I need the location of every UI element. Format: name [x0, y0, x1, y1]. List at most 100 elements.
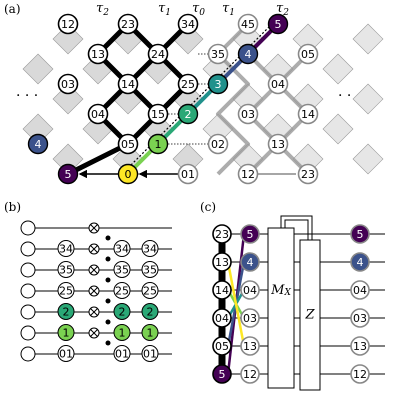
circuit-b-node-col3: 01	[141, 345, 159, 362]
circuit-b-node-col1-label: 2	[63, 306, 70, 319]
lattice-node-circle	[177, 13, 199, 35]
circuit-c-mid-node-circle	[240, 280, 260, 300]
qubit-node-circle	[147, 133, 169, 155]
panel-label-a: (a)	[4, 2, 21, 16]
circuit-b-node-col2-label: 34	[115, 243, 129, 256]
wire-start	[20, 346, 36, 362]
circuit-b-node-col1: 25	[57, 282, 75, 299]
circuit-b-node-col1-label: 01	[59, 348, 73, 361]
circuit-c-left-node: 14	[212, 280, 232, 300]
circuit-b-node-col2-circle	[113, 240, 131, 257]
wire-start	[20, 304, 36, 320]
circuit-c-left-node: 13	[212, 252, 232, 272]
lattice-node-label: 25	[181, 78, 195, 91]
lattice-node-gray: 35	[207, 43, 229, 65]
lattice-node-gray-label: 04	[271, 78, 285, 91]
lattice-node-circle	[147, 43, 169, 65]
circuit-c-right-node-circle	[350, 364, 370, 384]
circuit-c-right-node: 03	[350, 308, 370, 328]
lattice-node: 25	[177, 73, 199, 95]
z-label: Z	[304, 308, 315, 323]
lattice-node: 15	[147, 103, 169, 125]
qubit-node-circle	[267, 13, 289, 35]
circuit-c-right-node: 13	[350, 336, 370, 356]
circuit-c-right-node: 04	[350, 280, 370, 300]
qubit-node-label: 0	[125, 168, 132, 181]
grid-tile	[322, 113, 354, 145]
qubit-node: 5	[267, 13, 289, 35]
panel-label-c: (c)	[200, 200, 216, 214]
mx-box	[267, 227, 295, 389]
lattice-node-gray: 01	[177, 163, 199, 185]
circuit-c-mid-node: 13	[240, 336, 260, 356]
lattice-node-gray: 13	[267, 133, 289, 155]
tau-labels: τ2 τ1 τ0 τ1 τ2	[96, 1, 289, 18]
lattice-node: 03	[57, 73, 79, 95]
circuit-b-node-col2: 1	[113, 324, 131, 341]
circuit-b-node-col1-circle	[57, 324, 75, 341]
qubit-node-circle	[177, 103, 199, 125]
panel-label-b: (b)	[4, 200, 21, 214]
lattice-node-gray: 03	[237, 103, 259, 125]
circuit-b-node-col1-label: 34	[59, 243, 73, 256]
grid-tile	[352, 83, 384, 115]
lattice-node-label: 05	[121, 138, 135, 151]
circuit-c-right-node-label: 13	[353, 340, 367, 353]
circuit-c-left-node: 04	[212, 308, 232, 328]
circuit-b-node-col1: 2	[57, 303, 75, 320]
z-box	[299, 239, 321, 391]
circuit-c-mid-node-circle	[240, 224, 260, 244]
lattice-node-gray: 12	[237, 163, 259, 185]
lattice-node: 14	[117, 73, 139, 95]
circuit-b-node-col2-label: 1	[119, 327, 126, 340]
circuit-c-right-node-label: 04	[353, 284, 367, 297]
grid-tile	[52, 23, 84, 55]
circuit-b-node-col3: 2	[141, 303, 159, 320]
circuit-b-node-col1-circle	[57, 261, 75, 278]
qubit-node: 2	[177, 103, 199, 125]
circuit-b-node-col2-circle	[113, 303, 131, 320]
cnot-x	[90, 329, 98, 337]
circuit-b-node-col2-circle	[113, 324, 131, 341]
circuit-b-node-col1-label: 35	[59, 264, 73, 277]
lattice-node-circle	[147, 103, 169, 125]
circuit-b-node-col2: 35	[113, 261, 131, 278]
circuit-c-left-node-label: 13	[215, 256, 229, 269]
circuit-b-node-col3-label: 34	[143, 243, 157, 256]
circuit-c-right-node: 4	[350, 252, 370, 272]
circuit-b-node-col3-circle	[141, 240, 159, 257]
tau-label-0: τ0	[192, 1, 205, 18]
lattice-node-gray-circle	[297, 103, 319, 125]
circuit-b-node-col2: 25	[113, 282, 131, 299]
circuit-b-node-col1: 35	[57, 261, 75, 278]
circuit-c-left-node-circle	[212, 308, 232, 328]
cnot-x	[90, 266, 98, 274]
circuit-b-node-col1-label: 1	[63, 327, 70, 340]
circuit-c-right-node-circle	[350, 252, 370, 272]
lattice-node-gray: 45	[237, 13, 259, 35]
lattice-node-circle	[57, 73, 79, 95]
lattice-node-gray: 14	[297, 103, 319, 125]
qubit-node-circle	[237, 43, 259, 65]
lattice-node-gray-circle	[267, 73, 289, 95]
control-dot	[105, 235, 111, 241]
circuit-c-right-node-label: 4	[357, 256, 364, 269]
circuit-c-mid-node-circle	[240, 252, 260, 272]
circuit-b-node-col2-label: 2	[119, 306, 126, 319]
box-connector	[280, 215, 313, 240]
lattice-node-label: 12	[61, 18, 75, 31]
circuit-b-node-col3: 34	[141, 240, 159, 257]
lattice-node: 34	[177, 13, 199, 35]
circuit-b-node-col2-circle	[113, 282, 131, 299]
lattice-node-gray-circle	[237, 13, 259, 35]
circuit-b-node-col2-label: 35	[115, 264, 129, 277]
circuit-b-node-col3: 35	[141, 261, 159, 278]
lattice-node-label: 03	[61, 78, 75, 91]
circuit-b-node-col3-circle	[141, 261, 159, 278]
lattice-node-circle	[57, 13, 79, 35]
wire-start	[20, 325, 36, 341]
lattice-node-circle	[117, 133, 139, 155]
